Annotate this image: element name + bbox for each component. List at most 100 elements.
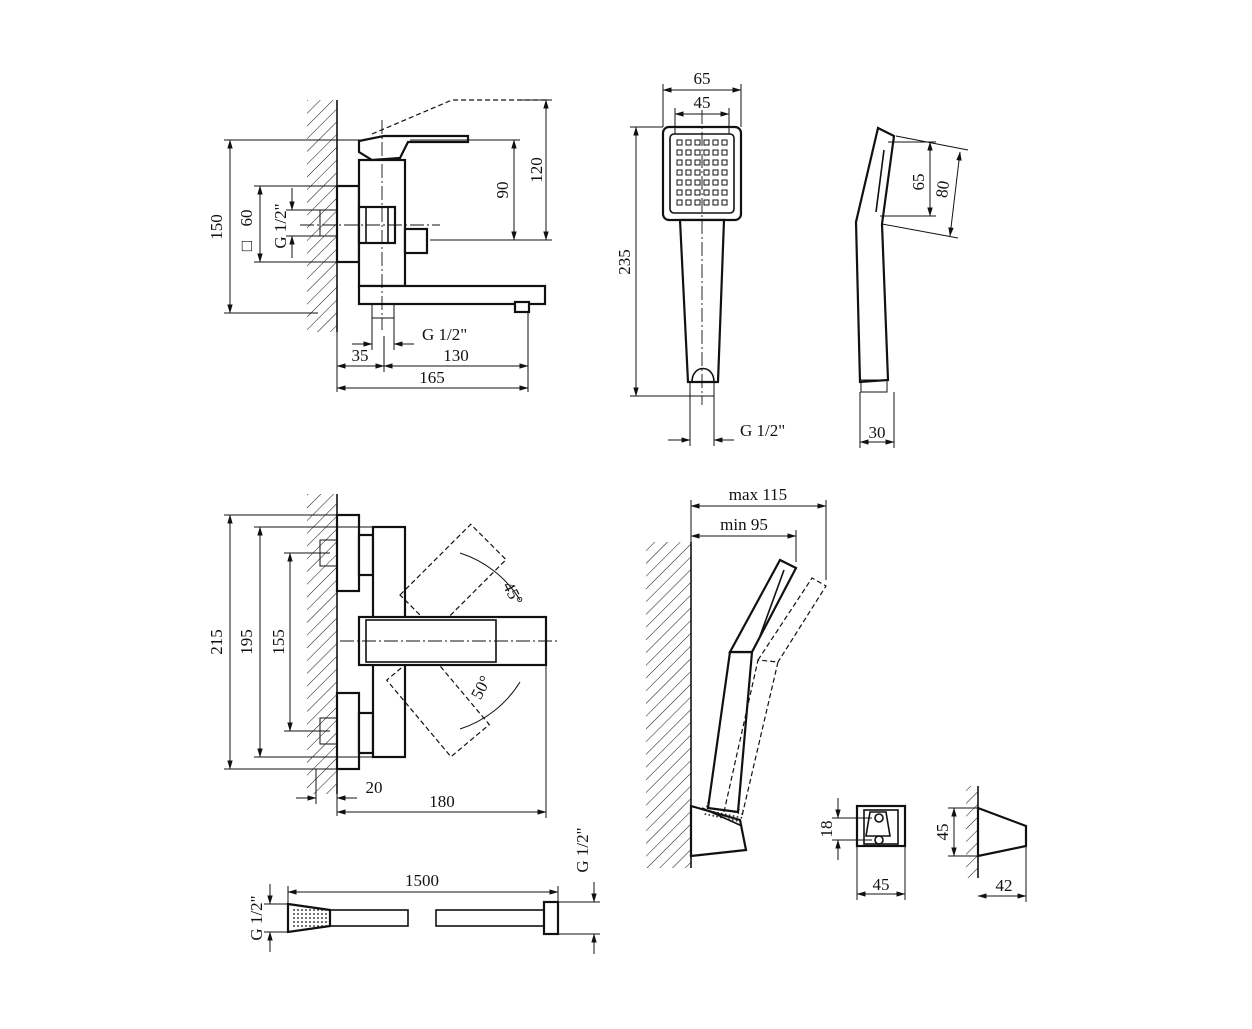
lever-position-up xyxy=(399,523,507,632)
dim-hose-1500-label: 1500 xyxy=(405,871,439,890)
dim-215-label: 215 xyxy=(207,629,226,655)
lower-nut xyxy=(357,711,375,755)
spray-nozzle xyxy=(703,169,710,176)
shower-side-profile xyxy=(854,126,896,384)
dim-20-label: 20 xyxy=(366,778,383,797)
shower-side-thread xyxy=(860,379,888,393)
wall-hatch-top xyxy=(307,494,337,794)
spray-nozzle xyxy=(694,169,701,176)
holder-front-view: 18 45 xyxy=(817,798,907,900)
spray-nozzle xyxy=(676,139,683,146)
angle-45-label: 45° xyxy=(499,578,527,608)
spray-nozzle xyxy=(703,199,710,206)
wall-hatch-holder-side xyxy=(966,786,978,878)
dim-holder-side-45-label: 45 xyxy=(933,824,952,841)
spray-nozzle xyxy=(712,159,719,166)
spray-nozzle xyxy=(685,199,692,206)
lever-swing-path xyxy=(371,99,548,135)
upper-nut xyxy=(357,533,375,577)
dim-side-80-label: 80 xyxy=(932,179,953,198)
spray-nozzle xyxy=(685,169,692,176)
shower-hose-view: 1500 G 1/2" G 1/2" xyxy=(247,827,600,954)
spray-nozzle xyxy=(676,179,683,186)
spray-nozzle xyxy=(703,139,710,146)
spray-nozzle xyxy=(712,189,719,196)
shower-holder-swing-view: max 115 min 95 xyxy=(646,485,827,868)
spray-nozzle xyxy=(712,199,719,206)
spray-nozzle xyxy=(721,199,728,206)
spray-nozzle xyxy=(694,199,701,206)
spray-nozzle xyxy=(676,199,683,206)
spray-nozzle xyxy=(694,189,701,196)
wall-flange xyxy=(335,184,361,264)
dim-side-65-label: 65 xyxy=(909,174,928,191)
lever-handle xyxy=(357,134,470,162)
dim-hose-left-thread-label: G 1/2" xyxy=(247,895,266,940)
dim-195-label: 195 xyxy=(237,629,256,655)
holder-side-body xyxy=(976,806,1028,858)
dim-min-95-label: min 95 xyxy=(720,515,768,534)
lower-flange xyxy=(335,691,361,771)
spray-nozzle xyxy=(712,149,719,156)
spray-nozzle xyxy=(712,139,719,146)
spray-nozzle xyxy=(685,159,692,166)
hose-coil-right xyxy=(435,909,545,927)
dim-holder-side-42-label: 42 xyxy=(996,876,1013,895)
spray-nozzle xyxy=(676,149,683,156)
spray-nozzle xyxy=(703,189,710,196)
spray-nozzle xyxy=(703,159,710,166)
dim-holder-45-width-label: 45 xyxy=(873,875,890,894)
dim-65-width-label: 65 xyxy=(694,69,711,88)
spray-nozzle xyxy=(703,179,710,186)
shower-handle xyxy=(678,218,726,384)
dim-square-symbol: □ xyxy=(237,241,256,251)
spray-nozzle xyxy=(685,149,692,156)
hose-nut xyxy=(542,900,560,936)
upper-flange xyxy=(335,513,361,593)
dim-60-label: 60 xyxy=(237,210,256,227)
spray-nozzle xyxy=(721,169,728,176)
spray-nozzle xyxy=(721,149,728,156)
wall-hatch xyxy=(307,100,337,332)
shower-handle-min xyxy=(706,650,754,814)
dim-155-label: 155 xyxy=(269,629,288,655)
dim-hose-right-thread-label: G 1/2" xyxy=(573,827,592,872)
angle-50-label: 50° xyxy=(467,672,495,702)
spray-nozzle xyxy=(694,149,701,156)
dim-inlet-thread-label: G 1/2" xyxy=(271,203,290,248)
inlet-thread xyxy=(319,209,338,237)
spray-nozzle xyxy=(721,159,728,166)
spray-nozzle xyxy=(721,189,728,196)
spray-nozzle xyxy=(676,169,683,176)
dim-120-label: 120 xyxy=(527,157,546,183)
dim-90-label: 90 xyxy=(493,182,512,199)
dim-130-label: 130 xyxy=(443,346,469,365)
outlet-thread xyxy=(371,303,395,319)
mixer-top-view: 45° 50° 215 195 155 20 180 xyxy=(207,494,560,818)
hand-shower-side-view: 65 80 30 xyxy=(854,126,969,448)
spray-nozzle xyxy=(694,159,701,166)
dim-outlet-thread-label: G 1/2" xyxy=(422,325,467,344)
spray-nozzle xyxy=(703,149,710,156)
dim-35-label: 35 xyxy=(352,346,369,365)
hand-shower-front-view: 65 45 235 G 1/2" xyxy=(615,69,785,446)
dim-holder-18-label: 18 xyxy=(817,821,836,838)
spray-nozzle xyxy=(676,159,683,166)
spray-nozzle xyxy=(685,189,692,196)
shower-head-min xyxy=(728,558,798,654)
dim-shower-thread-label: G 1/2" xyxy=(740,421,785,440)
dim-max-115-label: max 115 xyxy=(729,485,787,504)
spray-nozzle xyxy=(712,169,719,176)
dim-45-spray-label: 45 xyxy=(694,93,711,112)
spray-nozzle xyxy=(694,139,701,146)
spray-nozzle xyxy=(721,139,728,146)
holder-side-view: 45 42 xyxy=(933,786,1028,902)
mixer-side-view: 150 □ 60 G 1/2" 90 120 G 1/2" 35 xyxy=(207,99,552,392)
dim-235-label: 235 xyxy=(615,249,634,275)
spray-nozzle xyxy=(685,179,692,186)
dim-150-label: 150 xyxy=(207,214,226,240)
spray-nozzle xyxy=(685,139,692,146)
spout-aerator xyxy=(513,300,531,314)
hose-coil-left xyxy=(329,909,409,927)
